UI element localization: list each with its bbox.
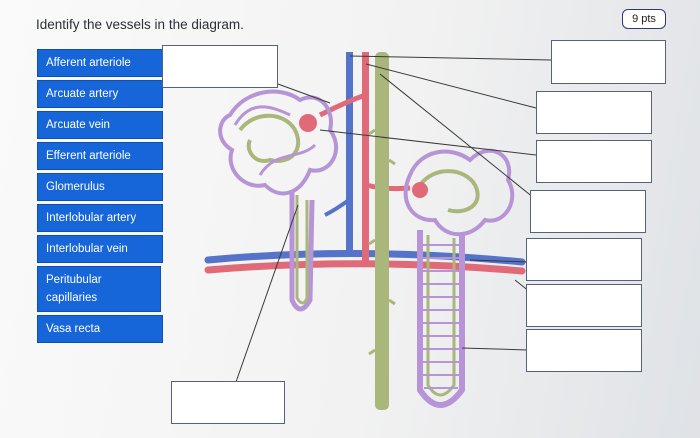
drop-target-2[interactable] bbox=[551, 40, 666, 84]
drop-target-8[interactable] bbox=[526, 329, 642, 372]
drop-target-5[interactable] bbox=[530, 190, 646, 233]
drop-target-6[interactable] bbox=[526, 238, 642, 281]
answer-chip-arcuate-vein[interactable]: Arcuate vein bbox=[37, 111, 163, 139]
collecting-duct bbox=[368, 52, 396, 410]
drop-target-1[interactable] bbox=[162, 45, 278, 88]
answer-chip-peritubular-capillaries[interactable]: Peritubular capillaries bbox=[37, 266, 161, 312]
cortical-nephron bbox=[218, 89, 338, 312]
question-text: Identify the vessels in the diagram. bbox=[36, 17, 244, 32]
answer-chip-arcuate-artery[interactable]: Arcuate artery bbox=[37, 80, 163, 108]
drop-target-7[interactable] bbox=[526, 284, 642, 327]
answer-chip-efferent-arteriole[interactable]: Efferent arteriole bbox=[37, 142, 163, 170]
drop-target-9[interactable] bbox=[171, 381, 285, 424]
answer-chip-afferent-arteriole[interactable]: Afferent arteriole bbox=[37, 49, 163, 77]
drop-target-4[interactable] bbox=[536, 140, 652, 183]
answer-chip-vasa-recta[interactable]: Vasa recta bbox=[37, 315, 163, 343]
leader-lines bbox=[235, 55, 552, 383]
answer-chip-glomerulus[interactable]: Glomerulus bbox=[37, 173, 163, 201]
answer-chip-interlobular-vein[interactable]: Interlobular vein bbox=[37, 235, 163, 263]
juxtamedullary-nephron bbox=[403, 148, 515, 408]
drop-target-3[interactable] bbox=[536, 91, 652, 134]
answer-bank: Afferent arteriole Arcuate artery Arcuat… bbox=[37, 49, 163, 346]
points-badge: 9 pts bbox=[622, 9, 666, 29]
answer-chip-interlobular-artery[interactable]: Interlobular artery bbox=[37, 204, 163, 232]
